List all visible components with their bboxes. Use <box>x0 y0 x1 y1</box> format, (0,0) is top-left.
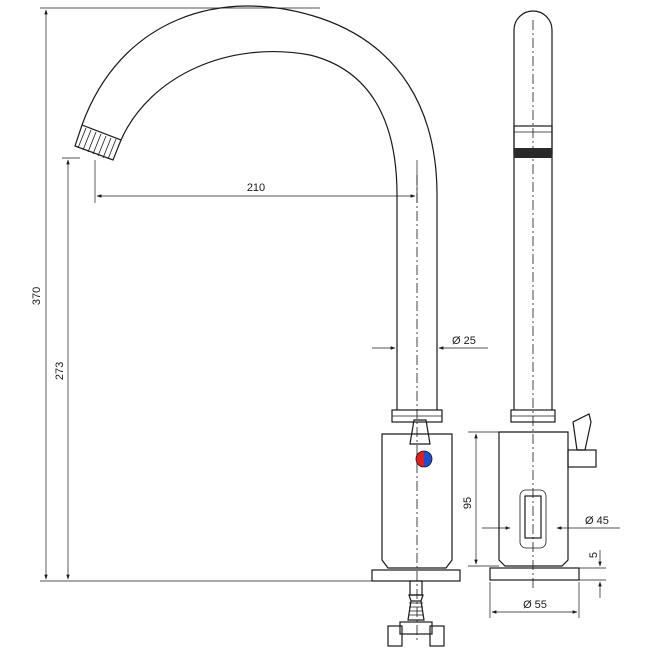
dim-body-height: 95 <box>462 497 474 509</box>
spout-inner-contour <box>120 51 398 410</box>
base-plate <box>371 569 461 582</box>
side-body <box>498 431 569 567</box>
side-base <box>489 567 580 581</box>
side-lever <box>567 413 597 468</box>
side-aerator <box>513 125 553 158</box>
spout-outer-contour <box>81 5 438 410</box>
cold-indicator <box>424 451 432 467</box>
sensor-window <box>519 489 547 549</box>
dim-reach: 210 <box>247 182 265 194</box>
sensor-inner <box>524 495 542 539</box>
aerator-nozzle <box>74 124 122 161</box>
dimension-lines <box>40 7 620 618</box>
dim-base-diameter: Ø 55 <box>523 599 547 611</box>
front-view <box>74 5 461 647</box>
dim-spout-diameter: Ø 25 <box>452 335 476 347</box>
hot-cold-indicator <box>415 450 433 468</box>
side-spout-tube <box>513 10 553 410</box>
dim-total-height: 370 <box>31 287 43 305</box>
dim-base-thickness: 5 <box>588 552 600 558</box>
dimension-labels: 370 273 210 Ø 25 95 Ø 45 5 Ø 55 <box>31 182 609 611</box>
dim-spout-height: 273 <box>54 362 66 380</box>
dim-body-diameter: Ø 45 <box>585 515 609 527</box>
faucet-body <box>381 433 453 569</box>
lever-handle <box>409 419 431 445</box>
side-view <box>489 10 597 590</box>
hot-indicator <box>416 451 424 467</box>
supply-hose <box>387 580 445 647</box>
